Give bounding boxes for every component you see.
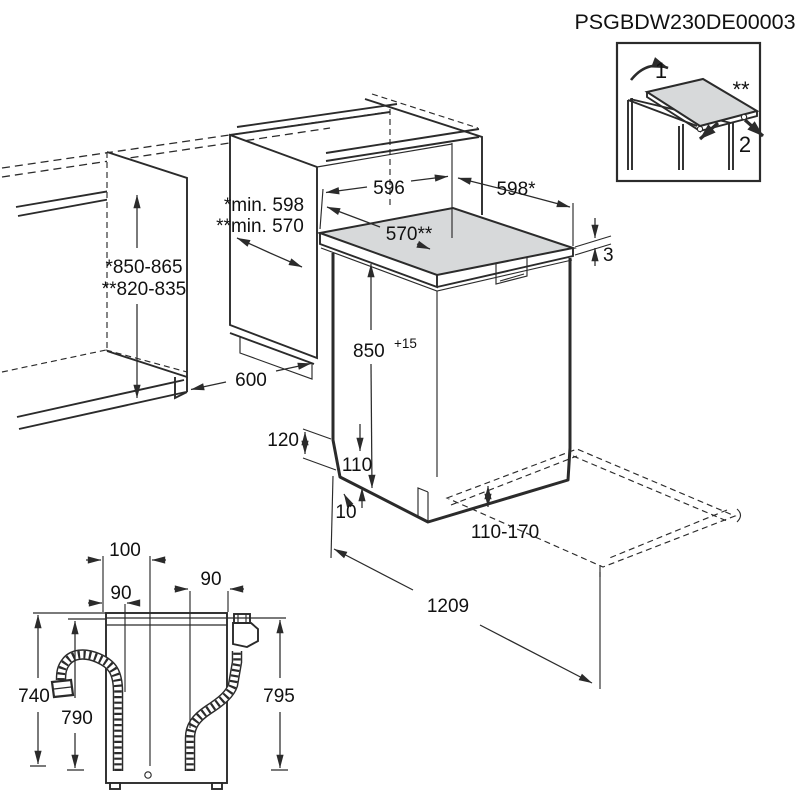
dim-1209-label: 1209 bbox=[427, 596, 469, 617]
dim-110-label: 110 bbox=[342, 455, 372, 476]
rear-790-label: 790 bbox=[61, 708, 93, 729]
dim-3-label: 3 bbox=[603, 245, 614, 266]
cabinet-height-2: **820-835 bbox=[102, 279, 187, 300]
dim-3 bbox=[574, 218, 612, 266]
dishwasher bbox=[316, 206, 577, 524]
dim-110-170-label: 110-170 bbox=[471, 522, 539, 543]
dim-850-tolerance: +15 bbox=[394, 336, 417, 351]
left-counter bbox=[1, 111, 389, 430]
pull-arrow-right bbox=[743, 118, 765, 138]
drain-hose bbox=[50, 649, 124, 771]
dim-1209 bbox=[330, 475, 601, 689]
drain-outlet-mark bbox=[144, 771, 152, 779]
drawing-title: PSGBDW230DE00003 bbox=[574, 10, 795, 34]
dim-10-label: 10 bbox=[335, 502, 356, 523]
dishwasher-worktop bbox=[316, 206, 577, 292]
dimensions-main bbox=[133, 143, 612, 689]
rear-cabinet-outline bbox=[105, 612, 228, 784]
inset-note: ** bbox=[732, 77, 750, 102]
inset-step-1: 1 bbox=[655, 58, 667, 83]
open-door-projection bbox=[445, 448, 742, 568]
dim-10 bbox=[343, 493, 354, 508]
niche-min-width-1: *min. 598 bbox=[224, 195, 304, 216]
dim-850 bbox=[367, 263, 376, 489]
dim-570-label: 570** bbox=[386, 224, 433, 245]
dim-598 bbox=[457, 177, 574, 246]
niche-min-width-2: **min. 570 bbox=[216, 216, 304, 237]
dim-niche-depth bbox=[236, 237, 303, 268]
upper-cabinet-box bbox=[325, 93, 483, 215]
dim-120 bbox=[301, 428, 337, 471]
rear-view-detail bbox=[30, 556, 288, 790]
dim-570 bbox=[326, 206, 431, 250]
rear-90-left-label: 90 bbox=[110, 583, 131, 604]
niche-opening bbox=[229, 103, 453, 380]
dim-850-label: 850 bbox=[353, 341, 385, 362]
rear-100-label: 100 bbox=[109, 540, 141, 561]
cabinet-height-1: *850-865 bbox=[105, 257, 182, 278]
cabinet-depth: 600 bbox=[235, 370, 267, 391]
rear-740-label: 740 bbox=[18, 686, 50, 707]
counter-end-panel bbox=[107, 152, 187, 377]
dim-120-label: 120 bbox=[267, 430, 299, 451]
dim-596 bbox=[319, 143, 453, 238]
rear-795-label: 795 bbox=[263, 686, 295, 707]
dim-596-label: 596 bbox=[373, 178, 405, 199]
rear-90-right-label: 90 bbox=[200, 569, 221, 590]
dim-110 bbox=[356, 424, 366, 508]
dim-600 bbox=[190, 362, 312, 391]
dim-598-label: 598* bbox=[496, 179, 536, 200]
pull-arrow-left bbox=[698, 121, 720, 141]
rotate-arrow bbox=[629, 57, 669, 81]
inlet-tap-connector bbox=[232, 613, 259, 649]
worktop-removal-inset bbox=[615, 41, 765, 183]
inset-step-2: 2 bbox=[739, 132, 751, 157]
